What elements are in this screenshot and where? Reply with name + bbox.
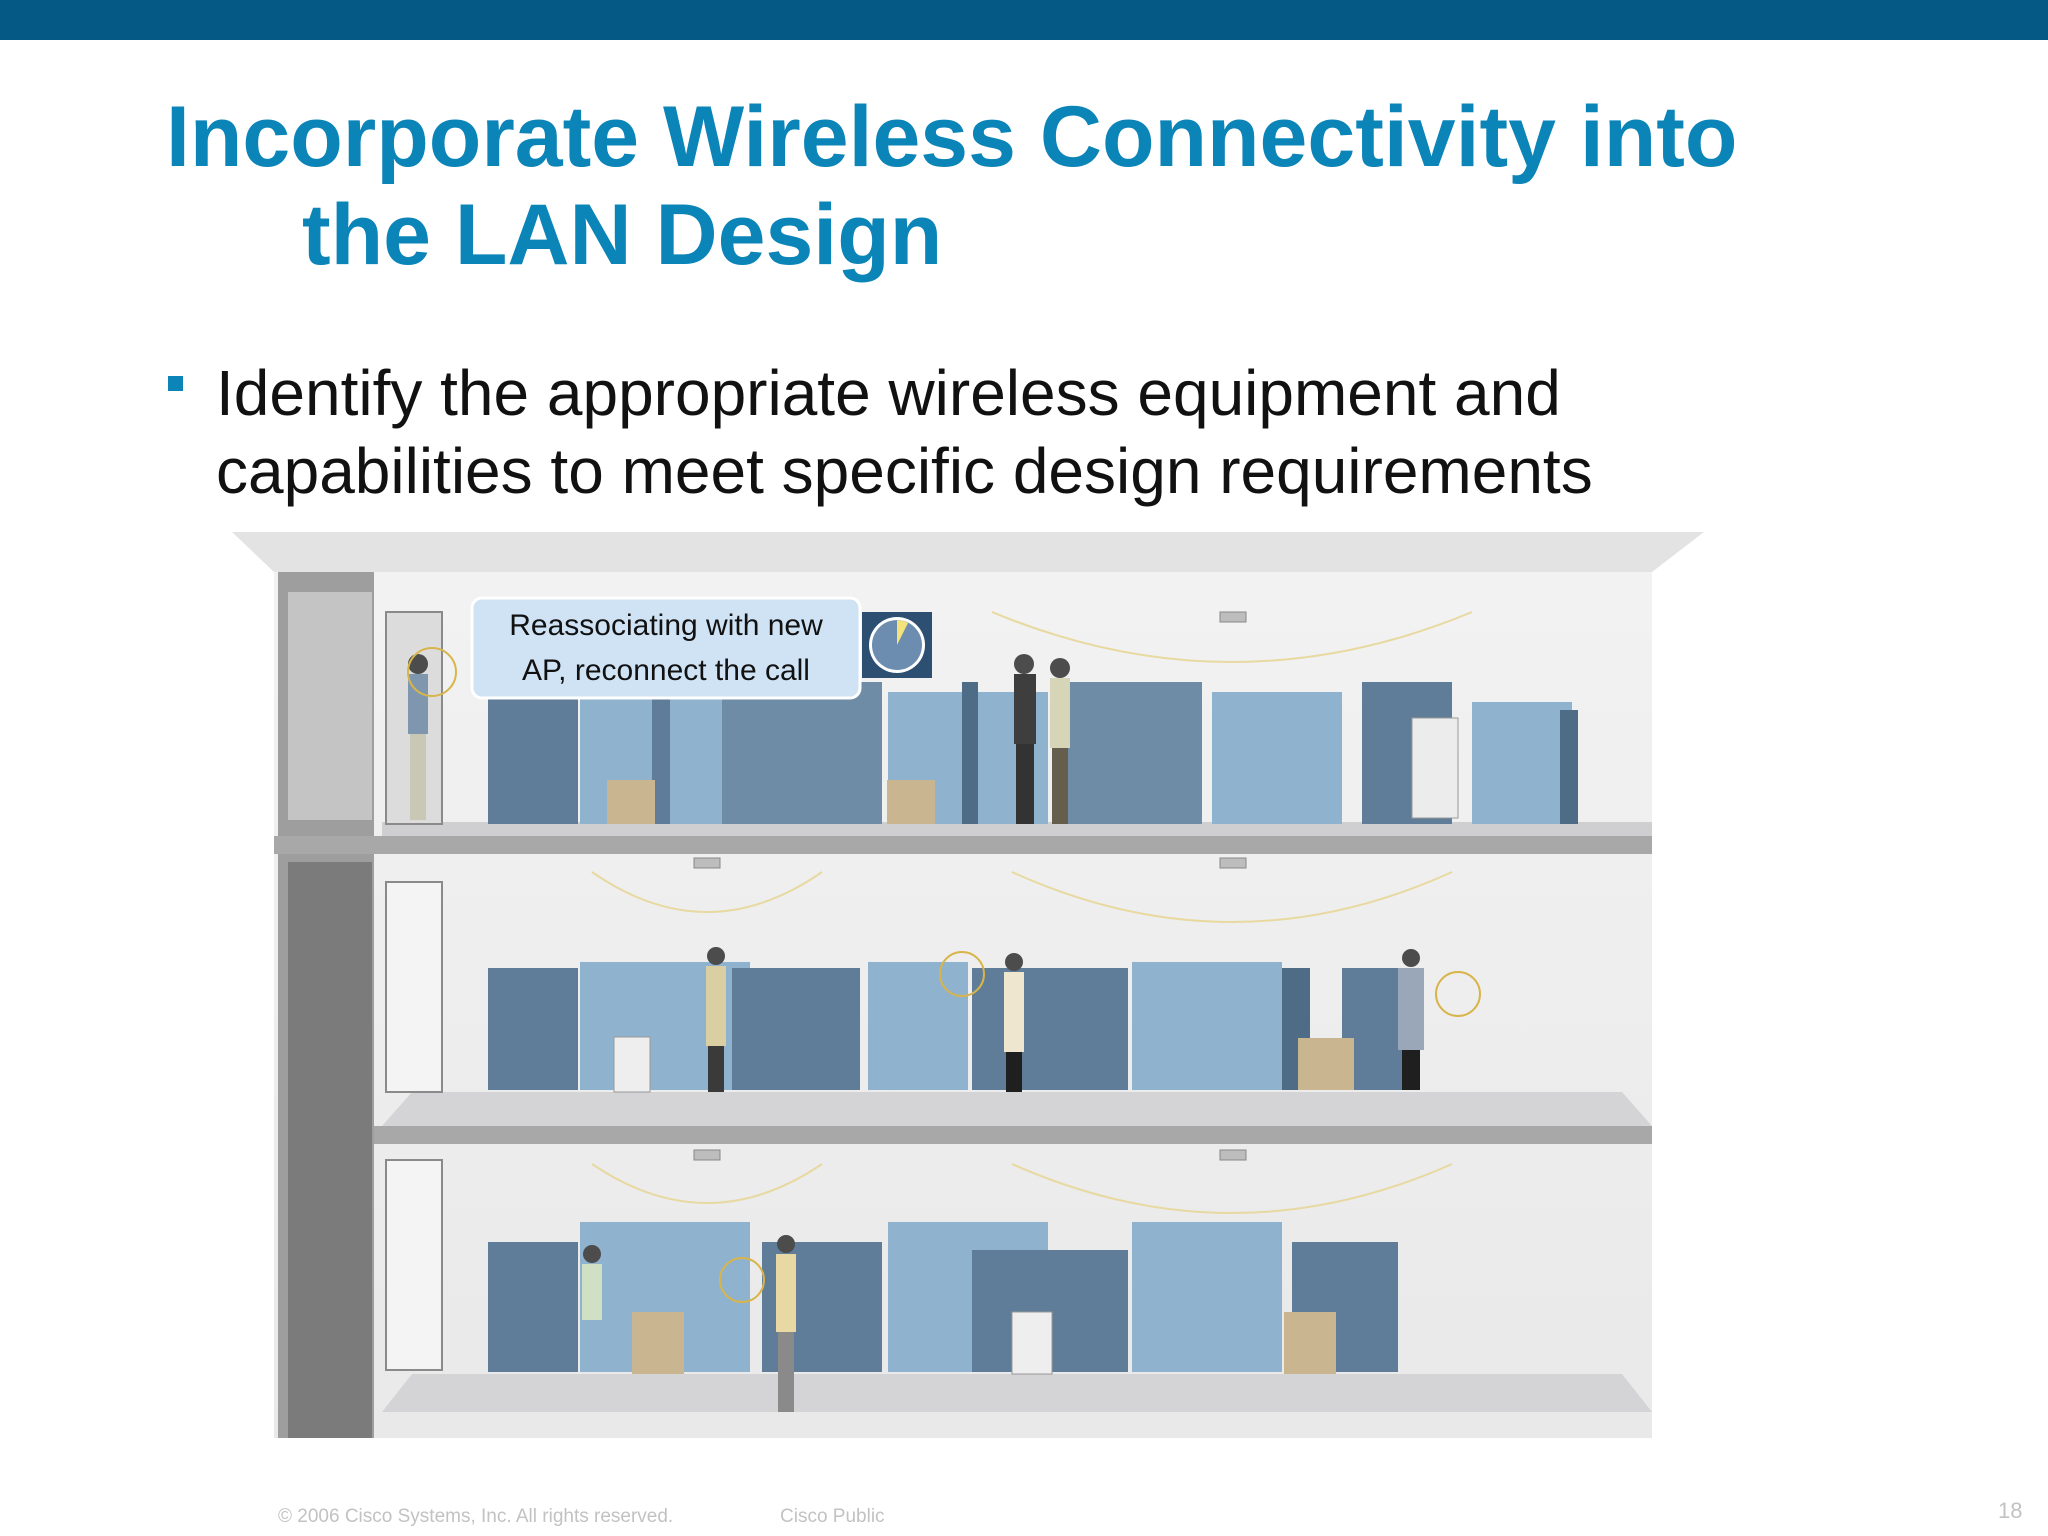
cubicles-bottom-floor	[488, 1222, 1398, 1375]
person-icon	[408, 654, 1424, 1412]
slide-title-line1: Incorporate Wireless Connectivity into	[166, 89, 1738, 185]
floor-slab-upper	[274, 836, 1652, 854]
wireless-device-icon	[407, 647, 1481, 1303]
footer-copyright: © 2006 Cisco Systems, Inc. All rights re…	[278, 1506, 674, 1527]
access-point-icon	[1219, 611, 1247, 623]
callout-bubble: Reassociating with new AP, reconnect the…	[470, 596, 862, 700]
bullet-text-line2: capabilities to meet specific design req…	[216, 435, 1593, 507]
cubicles-top-floor	[488, 682, 1578, 824]
bullet-square-icon	[168, 376, 183, 391]
bullet-text-line1: Identify the appropriate wireless equipm…	[216, 357, 1561, 429]
callout-text-line1: Reassociating with new	[509, 609, 823, 642]
bullet-text: Identify the appropriate wireless equipm…	[216, 354, 1593, 510]
building-roof	[232, 532, 1704, 572]
cubicles-middle-floor	[488, 962, 1406, 1093]
header-bar	[0, 0, 2048, 40]
callout-text-line2: AP, reconnect the call	[522, 654, 810, 687]
office-building-illustration: Reassociating with new AP, reconnect the…	[232, 532, 1704, 1438]
slide-title: Incorporate Wireless Connectivity into t…	[166, 88, 1966, 284]
slide-title-line2: the LAN Design	[302, 187, 943, 283]
floor-slab-middle	[374, 1126, 1652, 1144]
page-number: 18	[1998, 1498, 2023, 1523]
footer-classification: Cisco Public	[780, 1506, 885, 1527]
